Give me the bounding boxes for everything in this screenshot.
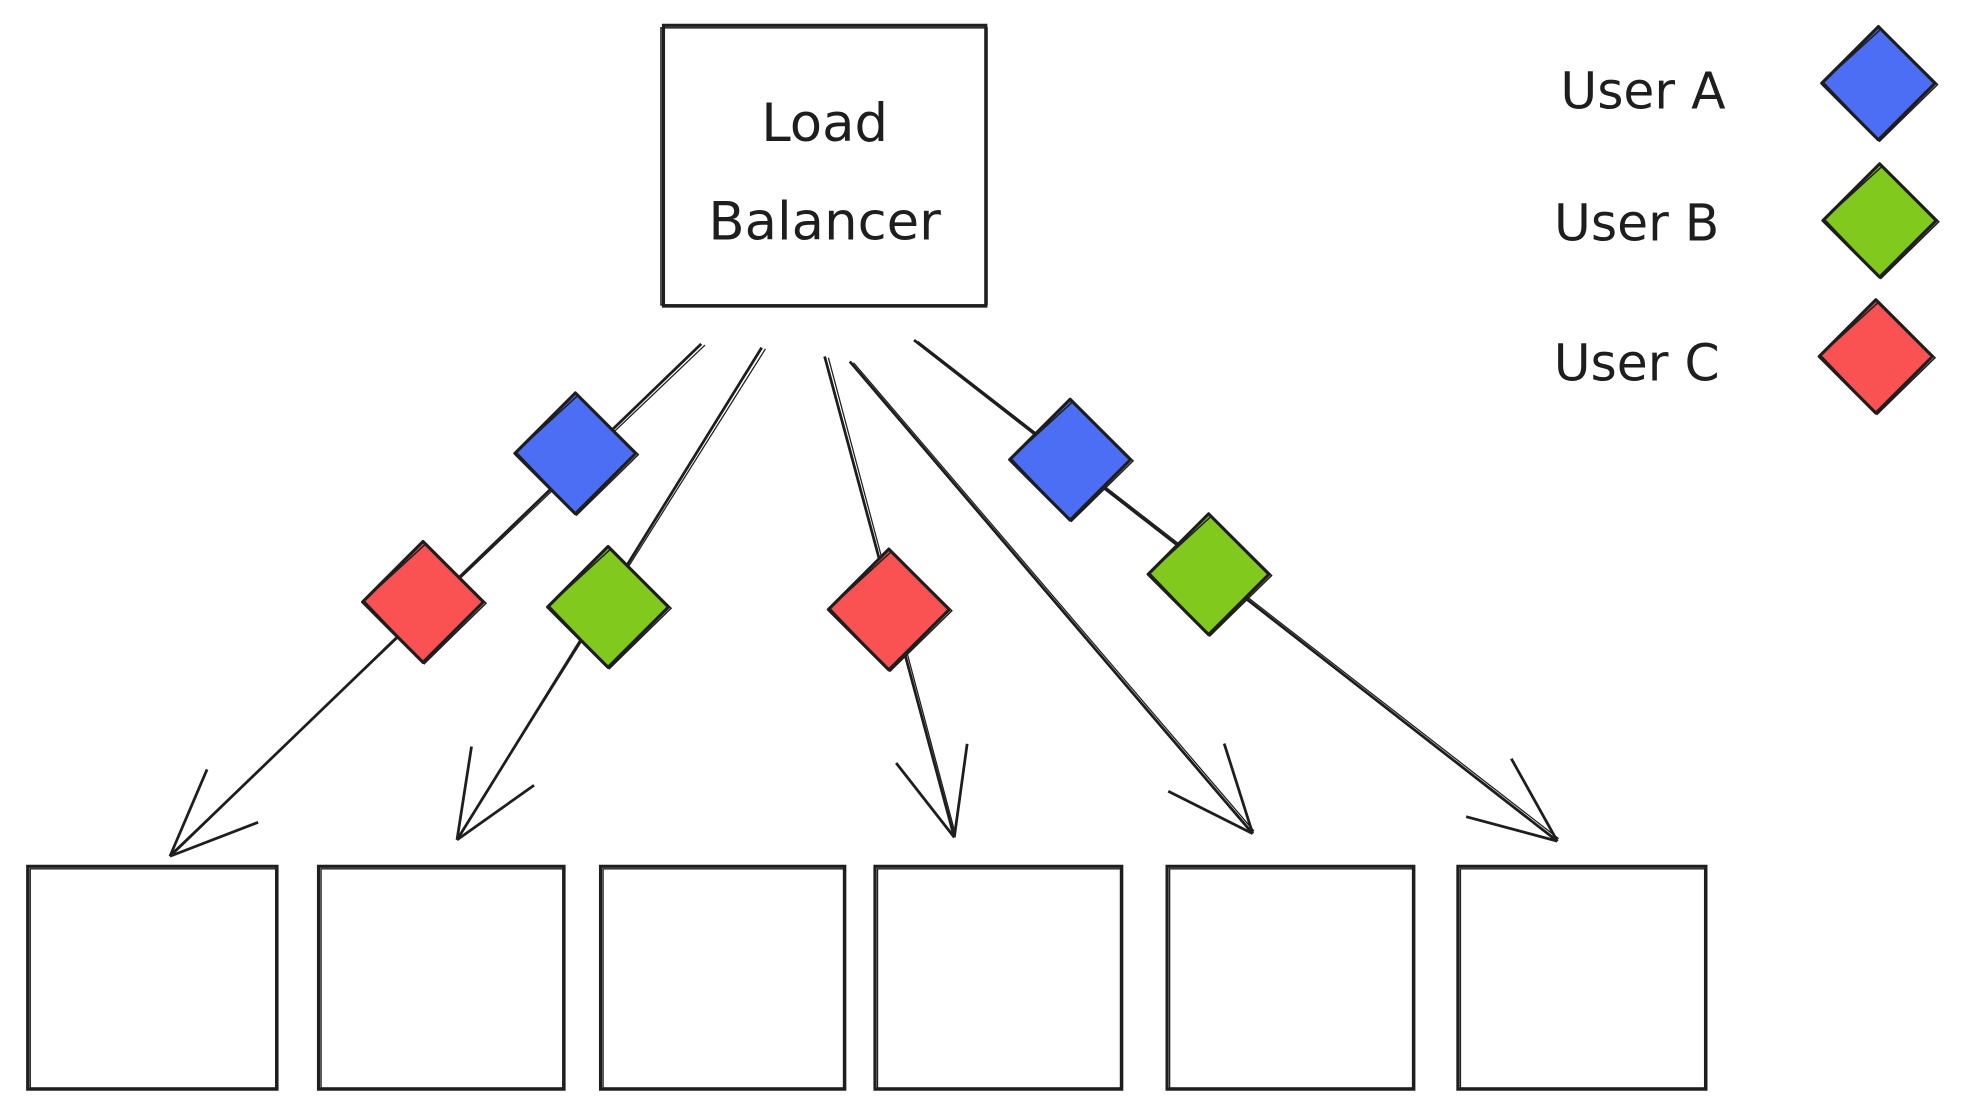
packet-user-a: [1008, 397, 1135, 523]
server-box-5: [1165, 864, 1416, 1091]
arrowhead: [168, 768, 209, 857]
packet-user-b: [546, 544, 673, 670]
packet-user-b: [1146, 512, 1273, 638]
load-balancer-label-line2: Balancer: [708, 191, 941, 252]
arrowhead: [952, 743, 969, 838]
arrowhead: [1222, 743, 1254, 835]
packet-user-c: [361, 539, 488, 665]
server-box-2: [316, 864, 566, 1091]
legend-swatch-user-c: [1817, 298, 1937, 416]
server-box-3: [598, 864, 847, 1091]
arrow-to-server-5: [848, 360, 1255, 835]
arrowhead: [1510, 758, 1559, 842]
packets: [361, 391, 1273, 673]
server-box-1: [26, 864, 279, 1091]
arrowhead: [456, 784, 535, 842]
arrowhead: [455, 746, 473, 841]
legend-label-user-c: User C: [1554, 333, 1720, 392]
arrowhead: [169, 821, 259, 858]
legend-label-user-a: User A: [1560, 61, 1726, 120]
legend-swatch-user-b: [1821, 162, 1940, 280]
packet-user-c: [826, 547, 953, 673]
arrowhead: [1465, 815, 1558, 843]
arrowhead: [895, 762, 956, 839]
load-balancer-label-line1: Load: [761, 93, 888, 154]
legend-label-user-b: User B: [1554, 194, 1719, 253]
legend-swatch-user-a: [1820, 25, 1939, 143]
server-box-6: [1456, 864, 1708, 1091]
load-balancer-box: Load Balancer: [660, 23, 988, 308]
arrowhead: [1167, 790, 1254, 835]
servers: [26, 864, 1708, 1091]
server-box-4: [873, 864, 1124, 1091]
packet-user-a: [513, 391, 640, 517]
legend: User A User B User C: [1554, 25, 1940, 416]
